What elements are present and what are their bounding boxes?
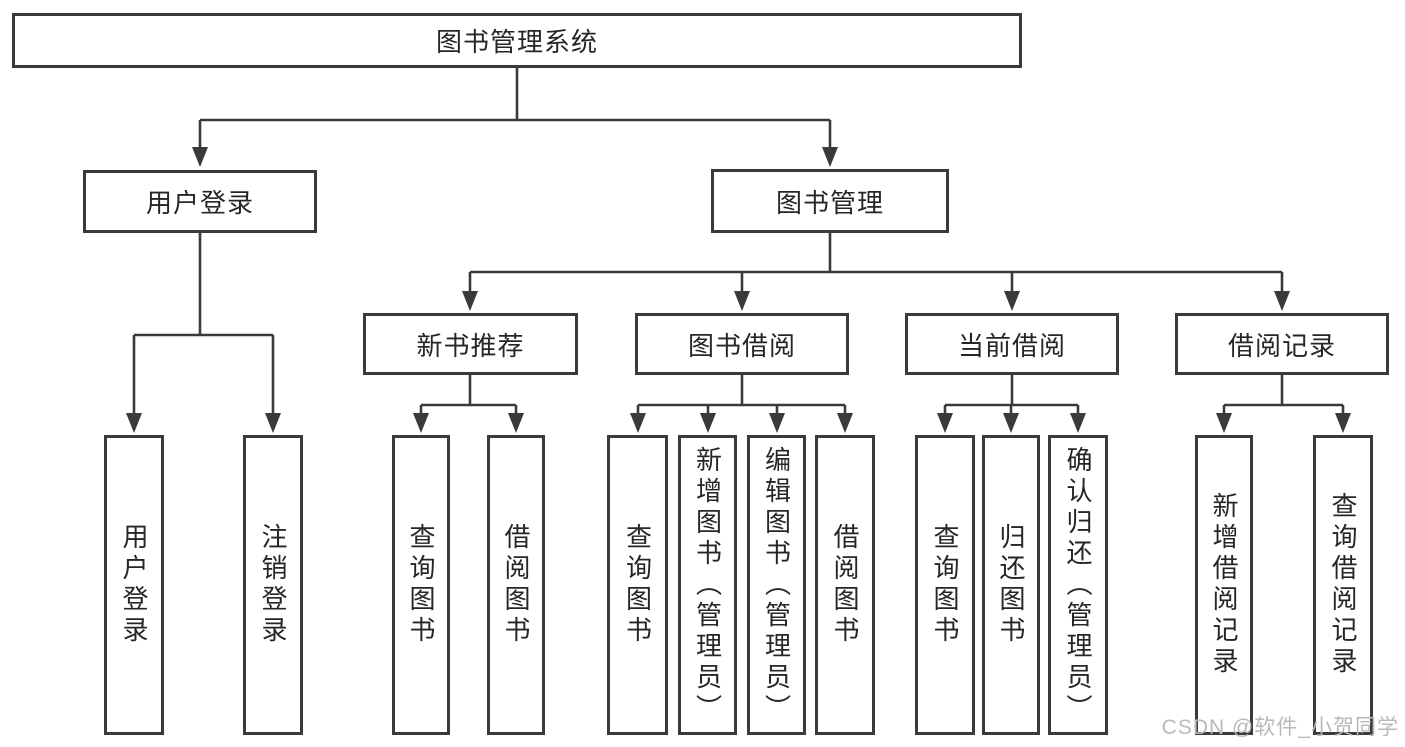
leaf-query-borrow-record: 查询借阅记录 [1313,435,1373,735]
connector-login [132,233,275,416]
leaf-confirm-return-admin: 确认归还（管理员） [1048,435,1108,735]
node-current-borrow: 当前借阅 [905,313,1119,375]
node-root-label: 图书管理系统 [435,27,598,57]
node-user-login: 用户登录 [83,170,317,233]
leaf-return-book: 归还图书 [982,435,1040,735]
leaf-user-login-label: 用户登录 [119,523,149,647]
leaf-logout: 注销登录 [243,435,303,735]
leaf-add-book-admin: 新增图书（管理员） [678,435,737,735]
leaf-recommend-borrow-book: 借阅图书 [487,435,545,735]
connector-current [943,375,1080,417]
leaf-query-borrow-record-label: 查询借阅记录 [1328,492,1358,678]
leaf-add-borrow-record-label: 新增借阅记录 [1209,492,1239,678]
leaf-recommend-query-book: 查询图书 [392,435,450,735]
leaf-current-query-book: 查询图书 [915,435,975,735]
node-user-login-label: 用户登录 [145,188,254,218]
node-new-book-recommend: 新书推荐 [363,313,578,375]
leaf-current-query-book-label: 查询图书 [930,523,960,647]
leaf-add-borrow-record: 新增借阅记录 [1195,435,1253,735]
connector-recommend [419,375,518,417]
leaf-recommend-borrow-book-label: 借阅图书 [501,523,531,647]
watermark: CSDN @软件_小贺同学 [1161,716,1399,739]
leaf-borrow-book-label: 借阅图书 [830,523,860,647]
leaf-return-book-label: 归还图书 [996,523,1026,647]
node-borrow-records: 借阅记录 [1175,313,1389,375]
leaf-confirm-return-admin-label: 确认归还（管理员） [1063,445,1093,725]
node-book-manage: 图书管理 [711,169,949,233]
connector-manage [468,233,1284,294]
node-borrow-records-label: 借阅记录 [1227,330,1336,361]
node-new-book-recommend-label: 新书推荐 [416,330,525,361]
node-root: 图书管理系统 [12,13,1022,68]
node-book-borrow-label: 图书借阅 [687,330,796,361]
node-book-borrow: 图书借阅 [635,313,849,375]
leaf-user-login: 用户登录 [104,435,164,735]
leaf-edit-book-admin: 编辑图书（管理员） [747,435,806,735]
connector-borrow [636,375,847,417]
leaf-borrow-query-book-label: 查询图书 [622,523,653,647]
leaf-borrow-query-book: 查询图书 [607,435,668,735]
leaf-edit-book-admin-label: 编辑图书（管理员） [761,445,792,725]
leaf-borrow-book: 借阅图书 [815,435,875,735]
node-book-manage-label: 图书管理 [775,187,884,218]
connector-records [1222,375,1345,417]
node-current-borrow-label: 当前借阅 [957,330,1066,361]
leaf-recommend-query-book-label: 查询图书 [406,523,436,647]
leaf-logout-label: 注销登录 [258,523,288,647]
leaf-add-book-admin-label: 新增图书（管理员） [692,445,723,725]
connector-root [198,68,832,150]
